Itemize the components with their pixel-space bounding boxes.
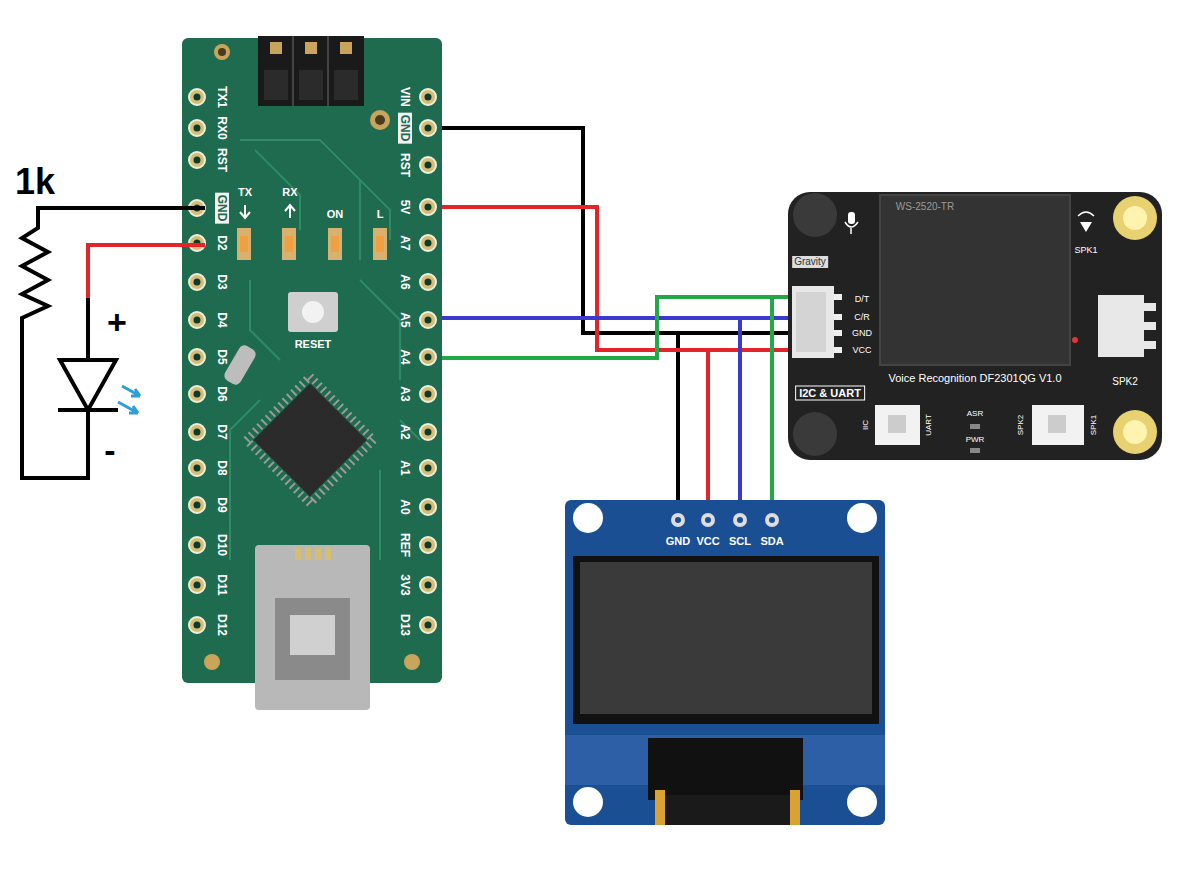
pin-label: A4 [399, 349, 411, 364]
pin-label: VCC [696, 536, 719, 547]
pin-label: UART [925, 414, 933, 436]
arduino-board [182, 36, 442, 710]
pin-label: TX [238, 187, 252, 198]
circuit-label: + [107, 305, 127, 339]
pin-label: D7 [216, 424, 228, 439]
pin-label: RESET [295, 339, 332, 350]
pin-label: GND [398, 113, 412, 144]
circuit-label: - [104, 433, 115, 467]
pin-label: A0 [399, 499, 411, 514]
pin-label: SPK1 [1090, 415, 1098, 435]
pin-label: D12 [216, 614, 228, 636]
pin-label: GND [215, 193, 229, 224]
pin-label: RX [282, 187, 297, 198]
pin-label: RST [399, 153, 411, 177]
pin-label: D/T [855, 295, 870, 304]
wire [442, 297, 772, 500]
pin-label: SPK2 [1017, 415, 1025, 435]
pin-label: A6 [399, 274, 411, 289]
pin-label: REF [399, 533, 411, 557]
pin-label: SDA [760, 536, 783, 547]
wire [442, 207, 708, 500]
pin-label: 5V [399, 200, 411, 215]
wire [442, 128, 788, 333]
pin-label: ON [327, 209, 344, 220]
pin-label: VCC [852, 346, 871, 355]
circuit-label: 1k [15, 164, 55, 200]
pin-label: A1 [399, 460, 411, 475]
pin-label: IIC [862, 420, 870, 430]
pin-label: RST [216, 148, 228, 172]
pin-label: D3 [216, 274, 228, 289]
pin-label: GND [666, 536, 690, 547]
pin-label: Gravity [792, 256, 828, 268]
pin-label: A2 [399, 424, 411, 439]
pin-label: C/R [854, 313, 870, 322]
pin-label: 3V3 [399, 574, 411, 595]
led-circuit [22, 208, 205, 478]
pin-label: D10 [216, 534, 228, 556]
pin-label: ASR [967, 410, 983, 418]
pin-label: L [377, 209, 384, 220]
voice-module [788, 192, 1162, 460]
pin-label: GND [852, 329, 872, 338]
wire [442, 297, 788, 358]
pin-label: D2 [216, 235, 228, 250]
pin-label: RX0 [216, 116, 228, 139]
pin-label: D5 [216, 349, 228, 364]
pin-label: D4 [216, 312, 228, 327]
voice-module: WS-2520-TRGravitySPK1D/TC/RGNDVCCSPK2Voi… [788, 192, 1162, 460]
oled-module: GND VCC SCL SDA [565, 500, 885, 825]
arduino-board: TX1RX0RST GND D2D3D4D5D6D7D8D9D10D11D12 VIN… [182, 38, 442, 683]
pin-label: WS-2520-TR [896, 202, 954, 212]
pin-label: Voice Recognition DF2301QG V1.0 [888, 373, 1061, 384]
pin-label: D8 [216, 460, 228, 475]
wire [442, 128, 678, 500]
pin-label: I2C & UART [795, 386, 865, 401]
pin-label: A3 [399, 386, 411, 401]
pin-label: A5 [399, 312, 411, 327]
pin-label: SCL [729, 536, 751, 547]
pin-label: D6 [216, 386, 228, 401]
pin-label: SPK1 [1074, 246, 1097, 255]
pin-label: D13 [399, 614, 411, 636]
pin-label: VIN [399, 87, 411, 107]
pin-label: D9 [216, 497, 228, 512]
wire [442, 318, 740, 500]
pin-label: A7 [399, 235, 411, 250]
oled-module [565, 500, 885, 825]
wire [442, 207, 788, 350]
pin-label: PWR [966, 436, 985, 444]
pin-label: D11 [216, 574, 228, 595]
pin-label: TX1 [216, 86, 228, 108]
pin-label: SPK2 [1112, 377, 1138, 387]
